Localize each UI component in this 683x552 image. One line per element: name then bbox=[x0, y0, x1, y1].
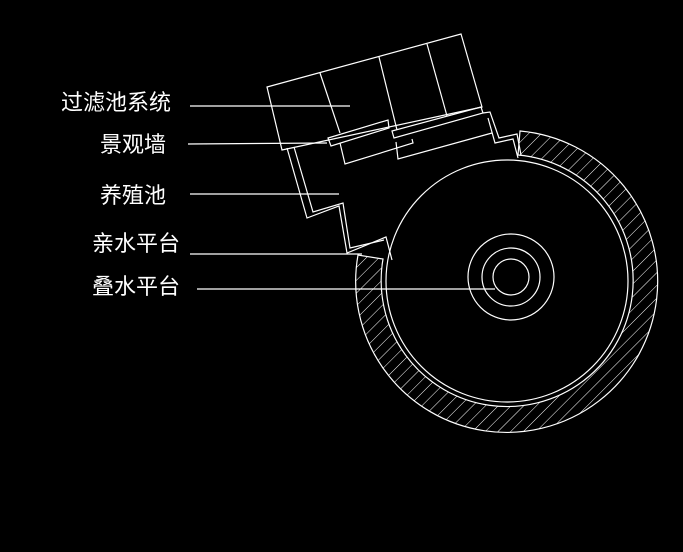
pool-outline-outer bbox=[286, 147, 393, 261]
filter-system-block bbox=[266, 33, 483, 151]
pool-outline-right-inner bbox=[487, 117, 519, 159]
wall-step bbox=[339, 138, 414, 165]
pool-outline-inner bbox=[293, 146, 385, 249]
hatched-ring bbox=[355, 130, 659, 434]
filter-divider bbox=[319, 72, 341, 134]
cascade-circle-inner bbox=[492, 258, 530, 296]
pool-inner-circle bbox=[385, 159, 629, 403]
label-filter-system: 过滤池系统 bbox=[61, 91, 172, 116]
wall-step bbox=[395, 132, 493, 160]
filter-divider bbox=[426, 43, 448, 117]
leader-wall bbox=[187, 142, 328, 145]
label-breeding-pool: 养殖池 bbox=[100, 184, 167, 209]
label-landscape-wall: 景观墙 bbox=[100, 133, 167, 158]
landscape-wall-left bbox=[327, 119, 390, 147]
cascade-circle-mid bbox=[481, 247, 541, 307]
pool-outline-right bbox=[482, 111, 522, 156]
label-cascade-platform: 叠水平台 bbox=[92, 275, 181, 300]
label-waterfront-platform: 亲水平台 bbox=[92, 232, 181, 257]
filter-divider bbox=[378, 56, 398, 131]
landscape-wall-right bbox=[391, 106, 484, 139]
cascade-circle-outer bbox=[467, 233, 555, 321]
